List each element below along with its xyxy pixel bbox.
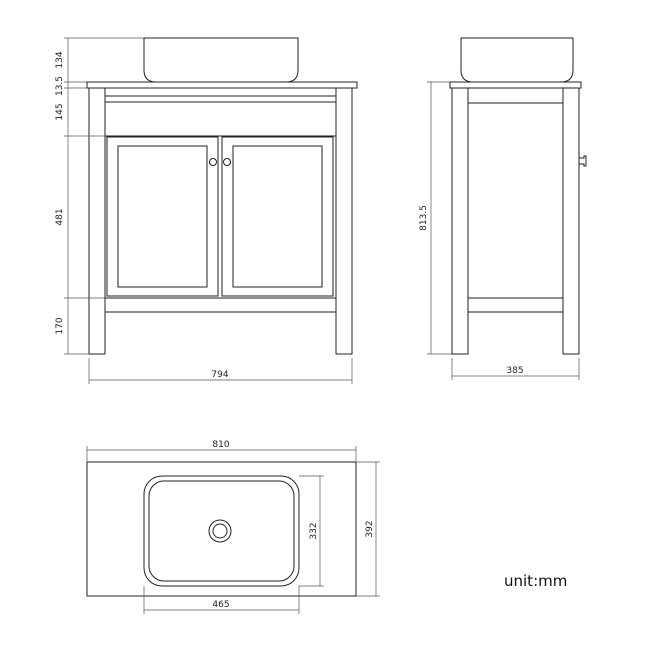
side-height-dimension: 813.5 [419, 81, 452, 355]
dim-rail-height: 145 [55, 103, 65, 120]
dim-top-depth: 392 [365, 520, 375, 537]
side-view [449, 37, 587, 355]
front-height-dimensions: 134 13.5 145 481 170 [55, 37, 144, 355]
front-top-rail [104, 87, 337, 97]
dim-top-width: 810 [212, 440, 229, 450]
unit-label: unit:mm [504, 572, 567, 590]
dim-leg-height: 170 [55, 317, 65, 334]
side-back-leg [562, 87, 580, 355]
front-view [86, 37, 358, 355]
left-door-panel [117, 145, 208, 288]
front-countertop [86, 81, 358, 89]
side-countertop [449, 81, 582, 89]
dim-side-depth: 385 [506, 366, 523, 376]
front-left-leg [88, 87, 106, 355]
dim-basin-height: 134 [55, 51, 65, 68]
right-door [221, 136, 334, 297]
top-width-dimension: 810 [86, 440, 357, 462]
dim-front-width: 794 [211, 370, 228, 380]
front-door-frame [104, 135, 337, 299]
right-door-panel [232, 145, 323, 288]
side-front-leg [451, 87, 469, 355]
top-view [86, 461, 357, 597]
right-door-knob-icon [223, 158, 231, 166]
dim-side-height: 813.5 [419, 205, 429, 231]
drain-outer-icon [208, 519, 232, 543]
side-bottom-rail [467, 297, 564, 313]
left-door [106, 136, 219, 297]
side-top-rail [467, 87, 564, 104]
basin-width-dimension: 465 [143, 586, 300, 614]
left-door-knob-icon [209, 158, 217, 166]
top-depth-dimension: 392 [356, 461, 380, 597]
top-basin-outer [143, 475, 300, 587]
front-width-dimension: 794 [88, 358, 353, 384]
drain-inner-icon [212, 523, 228, 539]
front-bottom-rail [104, 297, 337, 313]
top-basin-inner [148, 480, 295, 582]
dim-door-height: 481 [55, 208, 65, 225]
basin-depth-dimension: 332 [299, 475, 324, 587]
dim-basin-depth: 332 [309, 522, 319, 539]
side-basin [460, 37, 574, 83]
front-right-leg [335, 87, 353, 355]
dim-top-thickness: 13.5 [55, 76, 65, 96]
side-knob-icon [579, 155, 587, 167]
front-basin [143, 37, 299, 83]
top-countertop [86, 461, 357, 597]
side-depth-dimension: 385 [451, 358, 580, 380]
dim-basin-width: 465 [212, 600, 229, 610]
